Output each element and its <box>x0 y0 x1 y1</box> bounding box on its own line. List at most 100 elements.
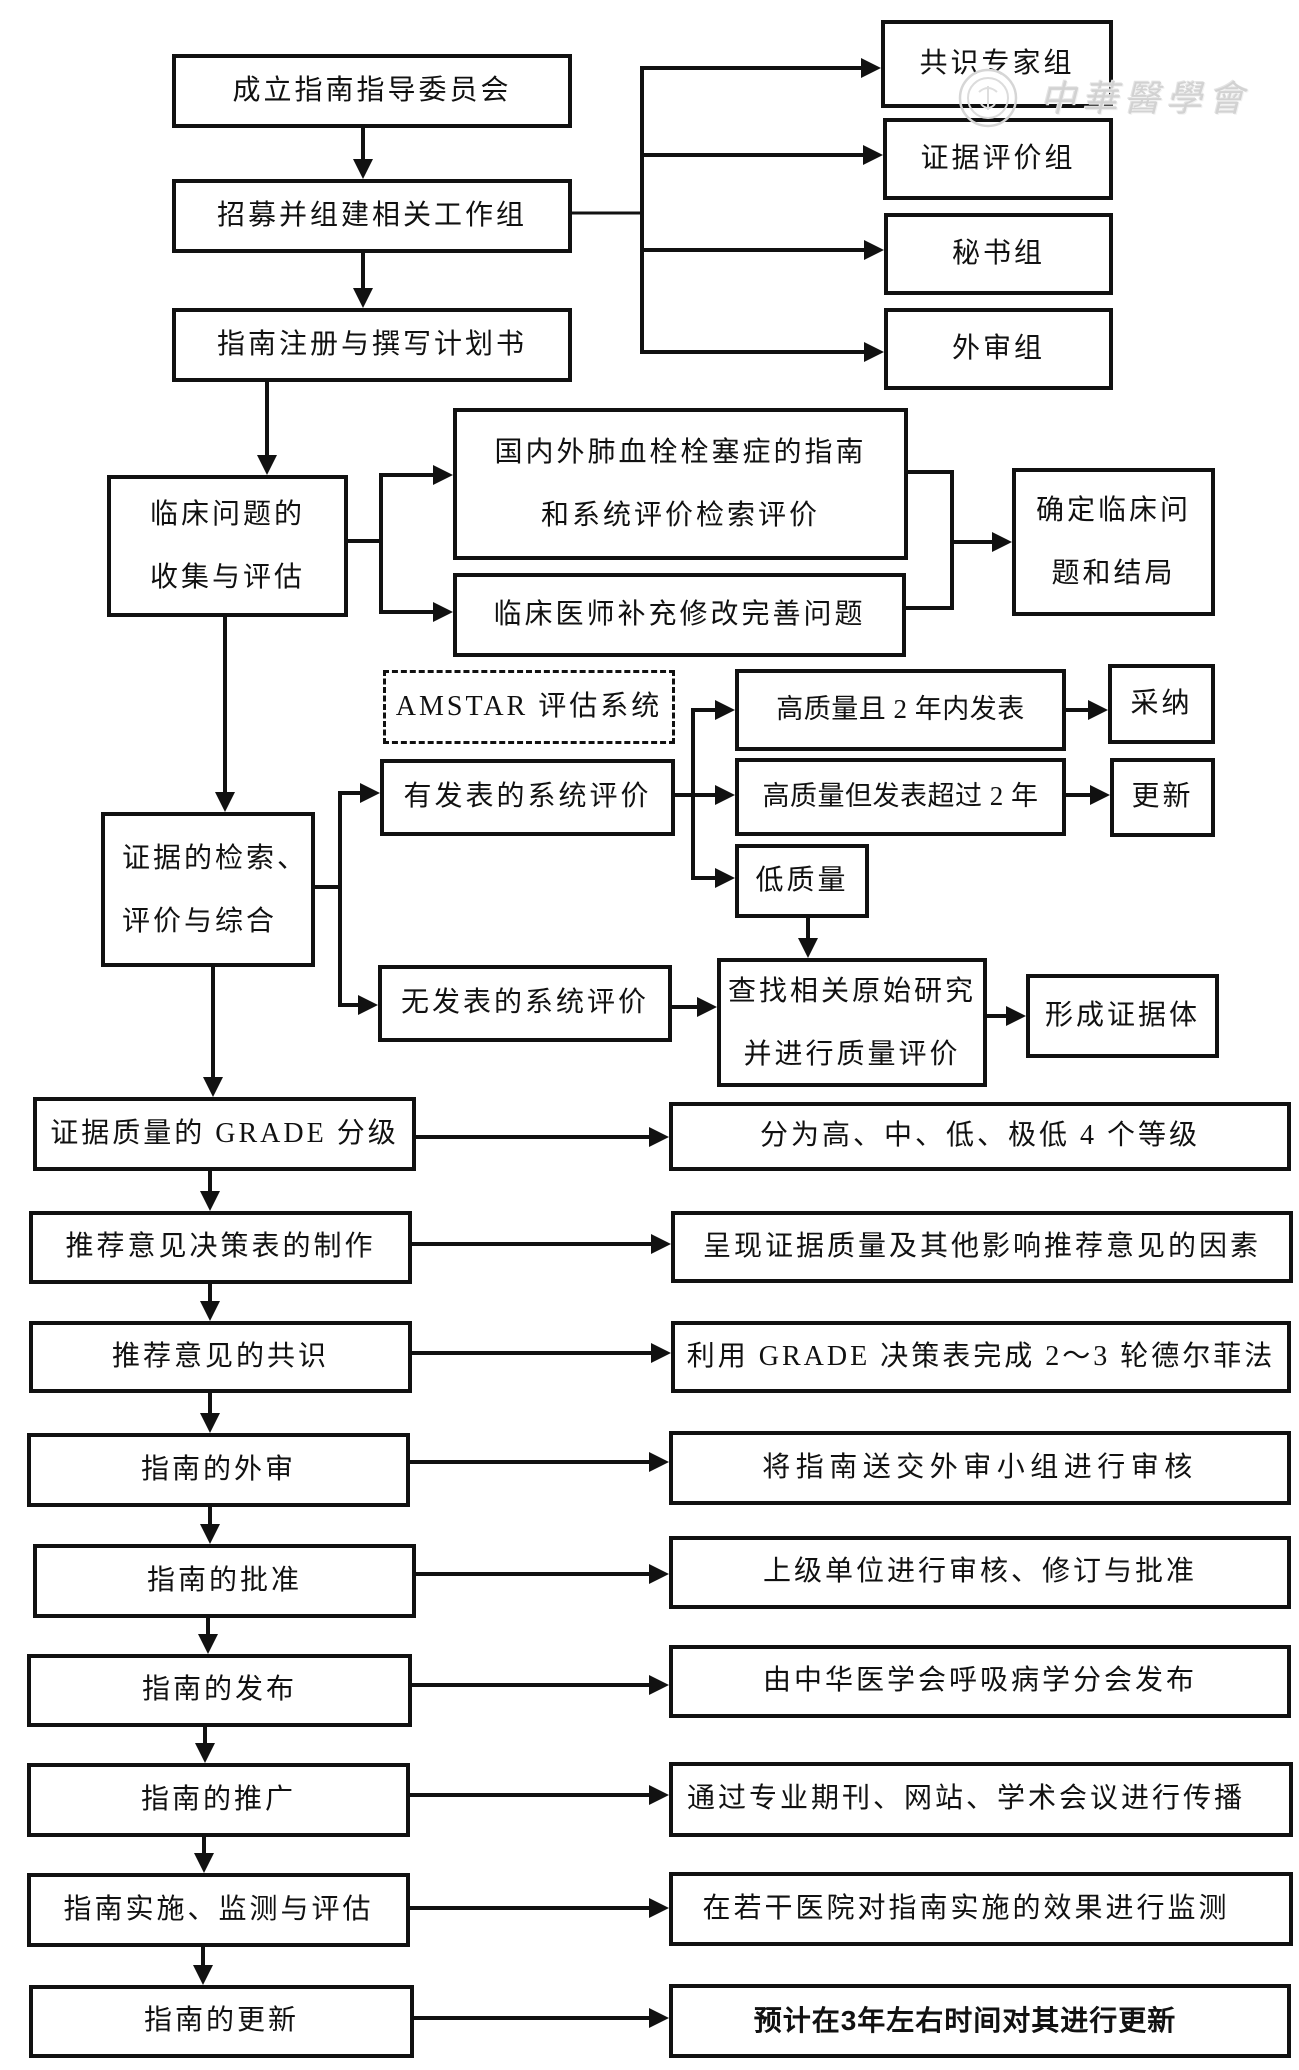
arrow-stage-next-8 <box>193 1947 213 1985</box>
arrow-stage-detail-8 <box>410 1898 669 1918</box>
arrow-low-quality-to-primary-studies <box>798 918 818 958</box>
clinical-questions-line-1: 临床问题的 <box>149 499 305 530</box>
arrowhead-icon <box>1006 1006 1026 1026</box>
stage-detail-label: 呈现证据质量及其他影响推荐意见的因素 <box>702 1230 1261 1262</box>
published-sr-box: 有发表的系统评价 <box>380 759 675 836</box>
arrow-to-clinician-input <box>379 602 453 622</box>
stage-step-label: 指南实施、监测与评估 <box>63 1893 374 1925</box>
secretary-group-box: 秘书组 <box>884 213 1113 295</box>
stage-step-consensus: 推荐意见的共识 <box>29 1321 412 1393</box>
arrowhead-icon <box>215 792 235 812</box>
arrowhead-icon <box>864 342 884 362</box>
arrowhead-icon <box>1090 785 1110 805</box>
stage-step-label: 证据质量的 GRADE 分级 <box>50 1117 399 1149</box>
arrowhead-icon <box>433 602 453 622</box>
external-review-group-label: 外审组 <box>951 332 1045 364</box>
arrow-to-published-sr <box>338 783 380 803</box>
stage-detail-decision-table: 呈现证据质量及其他影响推荐意见的因素 <box>671 1211 1293 1283</box>
stage-detail-approval: 上级单位进行审核、修订与批准 <box>669 1536 1291 1609</box>
arrowhead-icon <box>649 1675 669 1695</box>
update-label: 更新 <box>1131 781 1194 813</box>
stage-step-label: 推荐意见决策表的制作 <box>65 1231 376 1263</box>
arrowhead-icon <box>195 1743 215 1763</box>
arrow-to-consensus-group <box>640 58 881 78</box>
stage-step-implementation: 指南实施、监测与评估 <box>27 1873 410 1947</box>
steering-committee-box: 成立指南指导委员会 <box>172 54 572 128</box>
evidence-body-box: 形成证据体 <box>1026 974 1219 1058</box>
clinical-questions-box: 临床问题的 收集与评估 <box>107 475 348 617</box>
arrowhead-icon <box>257 455 277 475</box>
high-quality-old-box: 高质量但发表超过 2 年 <box>735 758 1066 836</box>
stage-step-update: 指南的更新 <box>29 1985 414 2058</box>
define-questions-outcomes-box: 确定临床问 题和结局 <box>1012 468 1215 616</box>
stage-detail-label: 分为高、中、低、极低 4 个等级 <box>759 1120 1200 1152</box>
stage-detail-label: 将指南送交外审小组进行审核 <box>762 1451 1198 1483</box>
stage-step-dissemination: 指南的推广 <box>27 1763 410 1837</box>
stage-step-decision-table: 推荐意见决策表的制作 <box>29 1211 412 1284</box>
arrow-stage-next-7 <box>194 1837 214 1873</box>
stage-detail-implementation: 在若干医院对指南实施的效果进行监测 <box>669 1872 1293 1946</box>
arrowhead-icon <box>861 58 881 78</box>
arrow-to-high-quality-recent <box>691 700 735 720</box>
arrowhead-icon <box>715 868 735 888</box>
primary-studies-line-1: 查找相关原始研究 <box>727 975 976 1007</box>
arrowhead-icon <box>651 1234 671 1254</box>
arrowhead-icon <box>649 1785 669 1805</box>
stage-step-external-review: 指南的外审 <box>27 1433 410 1507</box>
stage-detail-label: 利用 GRADE 决策表完成 2～3 轮德尔菲法 <box>686 1340 1276 1372</box>
arrow-to-low-quality <box>691 868 735 888</box>
arrowhead-icon <box>715 700 735 720</box>
consensus-expert-group-label: 共识专家组 <box>919 47 1075 79</box>
arrow-registration-to-clinical-questions <box>257 382 277 475</box>
stage-step-label: 指南的更新 <box>143 2005 299 2037</box>
stage-detail-update: 预计在3年左右时间对其进行更新 <box>669 1984 1291 2058</box>
stage-detail-publication: 由中华医学会呼吸病学分会发布 <box>669 1645 1291 1718</box>
arrow-to-high-quality-old <box>691 785 735 805</box>
arrow-to-external-review-group <box>640 342 884 362</box>
arrow-stage-next-6 <box>195 1727 215 1763</box>
unpublished-sr-box: 无发表的系统评价 <box>378 965 672 1042</box>
arrowhead-icon <box>649 1564 669 1584</box>
stage-step-label: 指南的外审 <box>140 1453 296 1485</box>
arrowhead-icon <box>203 1077 223 1097</box>
stage-step-grade: 证据质量的 GRADE 分级 <box>33 1097 416 1171</box>
arrow-to-grade <box>203 967 223 1097</box>
arrow-stage-detail-1 <box>416 1127 669 1147</box>
arrow-stage-detail-5 <box>416 1564 669 1584</box>
low-quality-label: 低质量 <box>755 864 849 896</box>
arrow-stage-next-4 <box>200 1507 220 1544</box>
arrowhead-icon <box>200 1301 220 1321</box>
arrow-to-update <box>1066 785 1110 805</box>
clinician-input-label: 临床医师补充修改完善问题 <box>493 598 866 630</box>
evidence-evaluation-group-box: 证据评价组 <box>883 118 1113 200</box>
arrowhead-icon <box>649 1127 669 1147</box>
arrow-stage-detail-4 <box>410 1452 669 1472</box>
primary-studies-box: 查找相关原始研究 并进行质量评价 <box>717 958 987 1087</box>
stage-detail-label: 预计在3年左右时间对其进行更新 <box>753 2004 1177 2036</box>
clinical-questions-line-2: 收集与评估 <box>149 562 305 593</box>
arrowhead-icon <box>649 1452 669 1472</box>
arrowhead-icon <box>651 1343 671 1363</box>
arrow-stage-next-5 <box>198 1618 218 1654</box>
arrowhead-icon <box>1088 700 1108 720</box>
arrow-to-evidence-retrieval <box>215 617 235 812</box>
literature-search-box: 国内外肺血栓栓塞症的指南 和系统评价检索评价 <box>453 408 908 560</box>
clinician-input-box: 临床医师补充修改完善问题 <box>453 573 906 657</box>
arrow-stage-next-3 <box>200 1393 220 1433</box>
define-questions-line-1: 确定临床问 <box>1035 495 1191 526</box>
stage-step-label: 指南的发布 <box>141 1674 297 1706</box>
evidence-evaluation-group-label: 证据评价组 <box>920 142 1076 174</box>
literature-search-line-2: 和系统评价检索评价 <box>540 500 820 531</box>
amstar-tool-label: AMSTAR 评估系统 <box>395 690 663 722</box>
evidence-body-label: 形成证据体 <box>1044 999 1200 1031</box>
stage-detail-dissemination: 通过专业期刊、网站、学术会议进行传播 <box>669 1762 1293 1837</box>
recruit-working-groups-box: 招募并组建相关工作组 <box>172 179 572 253</box>
stage-step-approval: 指南的批准 <box>33 1544 416 1618</box>
arrowhead-icon <box>649 1898 669 1918</box>
arrowhead-icon <box>200 1413 220 1433</box>
arrowhead-icon <box>715 785 735 805</box>
consensus-expert-group-box: 共识专家组 <box>881 20 1113 108</box>
arrowhead-icon <box>353 288 373 308</box>
arrowhead-icon <box>360 783 380 803</box>
arrow-recruit-to-registration <box>353 253 373 308</box>
